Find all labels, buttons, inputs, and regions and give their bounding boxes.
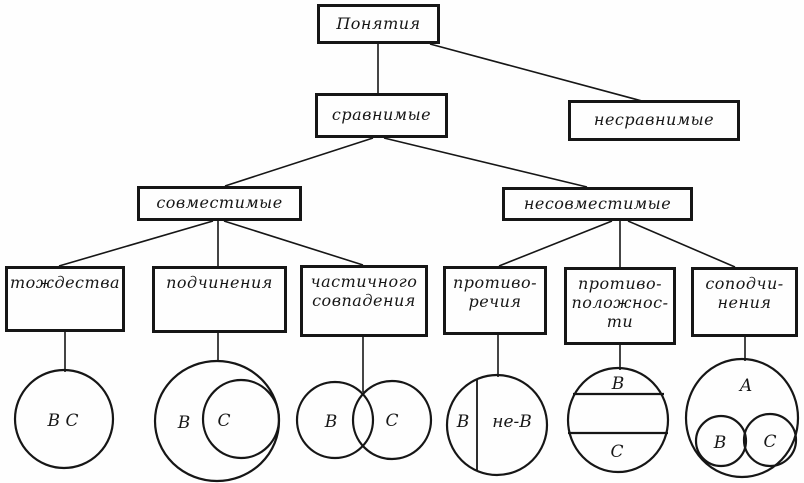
node-identity-label: тождества xyxy=(9,273,121,292)
edge-compatible-partial xyxy=(223,220,364,266)
subordination-label-c: С xyxy=(217,411,230,431)
node-partial-label: частичного совпадения xyxy=(310,272,418,310)
node-contradiction-label: противо- речия xyxy=(452,273,537,311)
partial-right-circle xyxy=(351,379,433,461)
node-incompatible-label: несовместимые xyxy=(523,193,672,213)
edge-comparable-compatible xyxy=(224,137,374,187)
node-comparable: сравнимые xyxy=(315,93,448,138)
opposition-label-b: В xyxy=(611,374,625,394)
node-opposition-label: противо- положнос- ти xyxy=(571,274,669,331)
edge-incompatible-contradiction xyxy=(498,220,613,267)
node-subordination: подчинения xyxy=(152,266,287,333)
edge-compatible-identity xyxy=(58,220,214,267)
edge-comparable-incompatible xyxy=(383,137,588,188)
cosubordination-label-b: В xyxy=(713,433,727,453)
node-identity: тождества xyxy=(5,266,125,332)
node-incomparable: несравнимые xyxy=(568,100,740,141)
opposition-circle xyxy=(566,366,670,474)
node-root-label: Понятия xyxy=(336,13,421,33)
node-comparable-label: сравнимые xyxy=(331,105,432,125)
node-incomparable-label: несравнимые xyxy=(593,110,715,130)
subordination-inner-circle xyxy=(201,378,281,460)
identity-circle xyxy=(13,368,115,470)
contradiction-label-not-b: не-В xyxy=(492,412,532,432)
subordination-label-b: В xyxy=(177,413,191,433)
cosubordination-outer-circle xyxy=(684,357,800,479)
partial-label-b: В xyxy=(324,412,338,432)
node-cosubordination-label: соподчи- нения xyxy=(705,274,784,312)
cosubordination-left-circle xyxy=(694,414,748,468)
opposition-label-c: С xyxy=(610,442,623,462)
connector-lines xyxy=(58,43,746,392)
cosubordination-label-a: А xyxy=(739,376,753,396)
node-contradiction: противо- речия xyxy=(443,266,547,335)
contradiction-label-b: В xyxy=(456,412,470,432)
partial-label-c: С xyxy=(385,411,398,431)
identity-label-bc: В С xyxy=(47,411,79,431)
cosubordination-right-circle xyxy=(742,412,798,468)
node-incompatible: несовместимые xyxy=(502,187,693,221)
cosubordination-label-c: С xyxy=(763,432,776,452)
edge-incompatible-cosubordination xyxy=(627,220,736,268)
node-cosubordination: соподчи- нения xyxy=(691,267,798,337)
edge-root-incomparable xyxy=(429,43,643,102)
node-partial-coincidence: частичного совпадения xyxy=(300,265,428,337)
node-compatible: совместимые xyxy=(137,186,302,221)
contradiction-circle xyxy=(445,373,549,477)
node-opposition: противо- положнос- ти xyxy=(564,267,676,345)
partial-left-circle xyxy=(295,380,375,460)
node-subordination-label: подчинения xyxy=(166,273,273,292)
node-root-concepts: Понятия xyxy=(317,4,440,44)
node-compatible-label: совместимые xyxy=(156,193,283,213)
